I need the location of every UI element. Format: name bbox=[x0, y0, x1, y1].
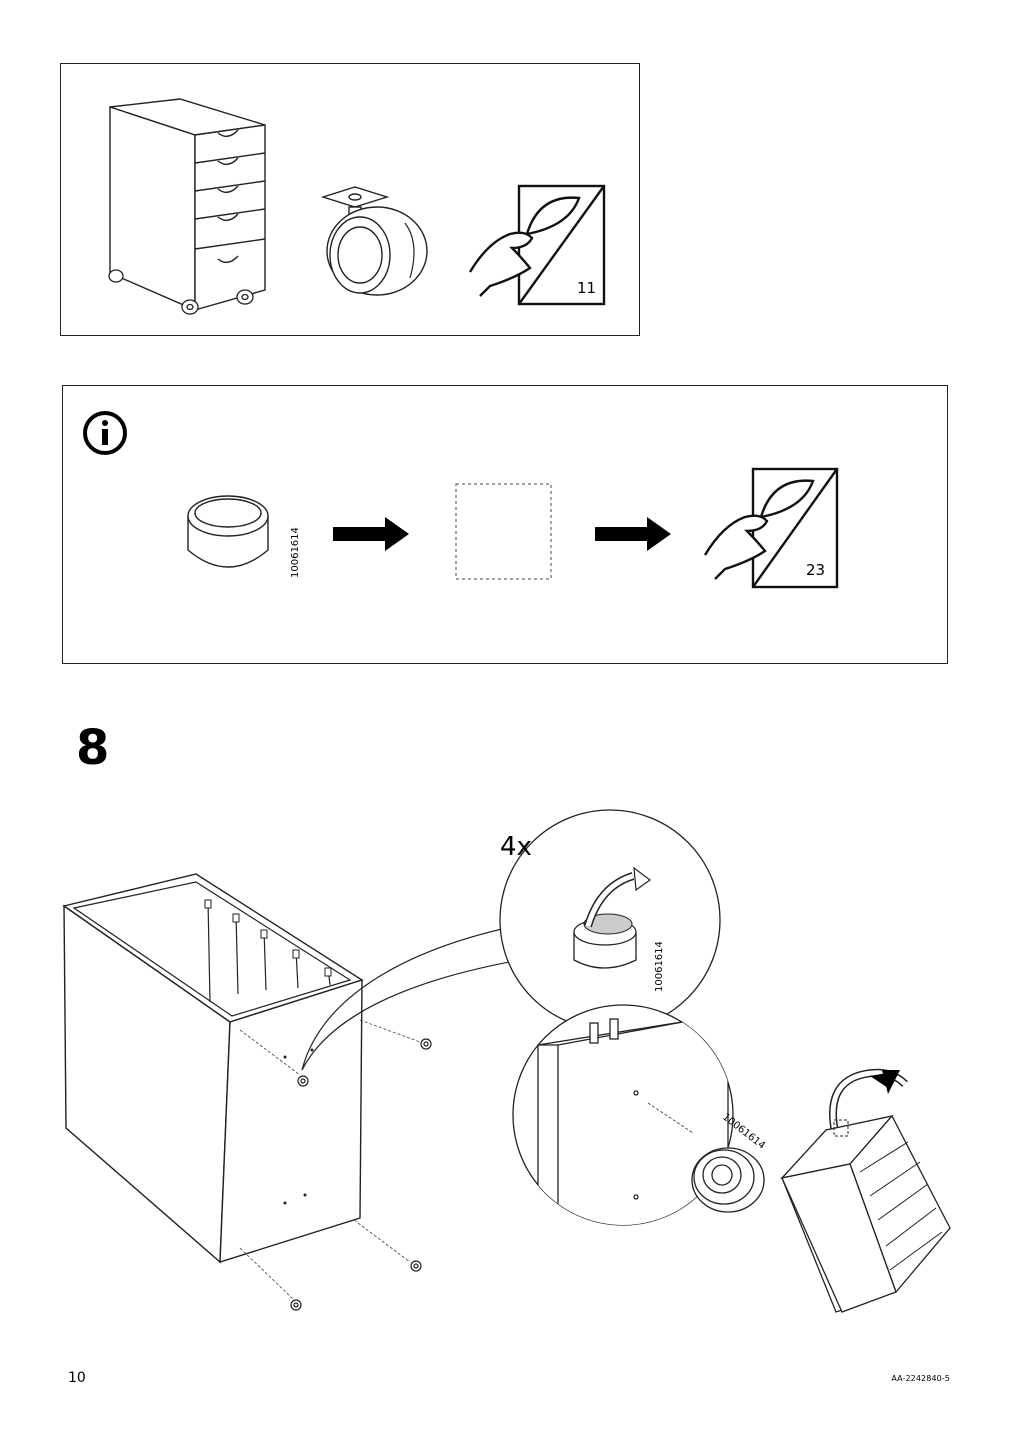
sticker-sheet-page-label: 11 bbox=[577, 279, 596, 297]
svg-text:10061614: 10061614 bbox=[720, 1112, 767, 1152]
caster-wheel-illustration bbox=[320, 186, 428, 296]
arrow-right-icon bbox=[595, 517, 671, 551]
sticker-sheet-page-label: 23 bbox=[806, 561, 825, 579]
installed-pad-detail bbox=[512, 1004, 765, 1226]
cabinet-frame-illustration bbox=[62, 873, 421, 1301]
sticker-sheet-illustration: 11 bbox=[468, 184, 606, 306]
bumper-pads-placement bbox=[290, 1038, 432, 1311]
inset-part-number-label: 10061614 bbox=[720, 1112, 767, 1152]
drawer-unit-illustration bbox=[108, 98, 266, 315]
quantity-label: 4x bbox=[500, 832, 532, 862]
svg-text:10061614: 10061614 bbox=[654, 941, 665, 992]
placement-area-dashed-square bbox=[455, 483, 552, 580]
step-number: 8 bbox=[76, 720, 110, 776]
sticker-sheet-illustration: 23 bbox=[703, 467, 839, 589]
document-code: AA-2242840-5 bbox=[891, 1374, 950, 1383]
bumper-pad-illustration bbox=[187, 495, 269, 568]
detail-callout-connector bbox=[301, 924, 521, 1071]
svg-text:10061614: 10061614 bbox=[290, 527, 301, 578]
detail-magnifier bbox=[499, 809, 721, 1031]
page-number: 10 bbox=[68, 1370, 86, 1386]
info-icon bbox=[83, 411, 127, 455]
flip-cabinet-illustration bbox=[780, 1068, 951, 1313]
part-number-label: 10061614 bbox=[290, 527, 301, 578]
detail-part-number-label: 10061614 bbox=[654, 941, 665, 992]
arrow-right-icon bbox=[333, 517, 409, 551]
